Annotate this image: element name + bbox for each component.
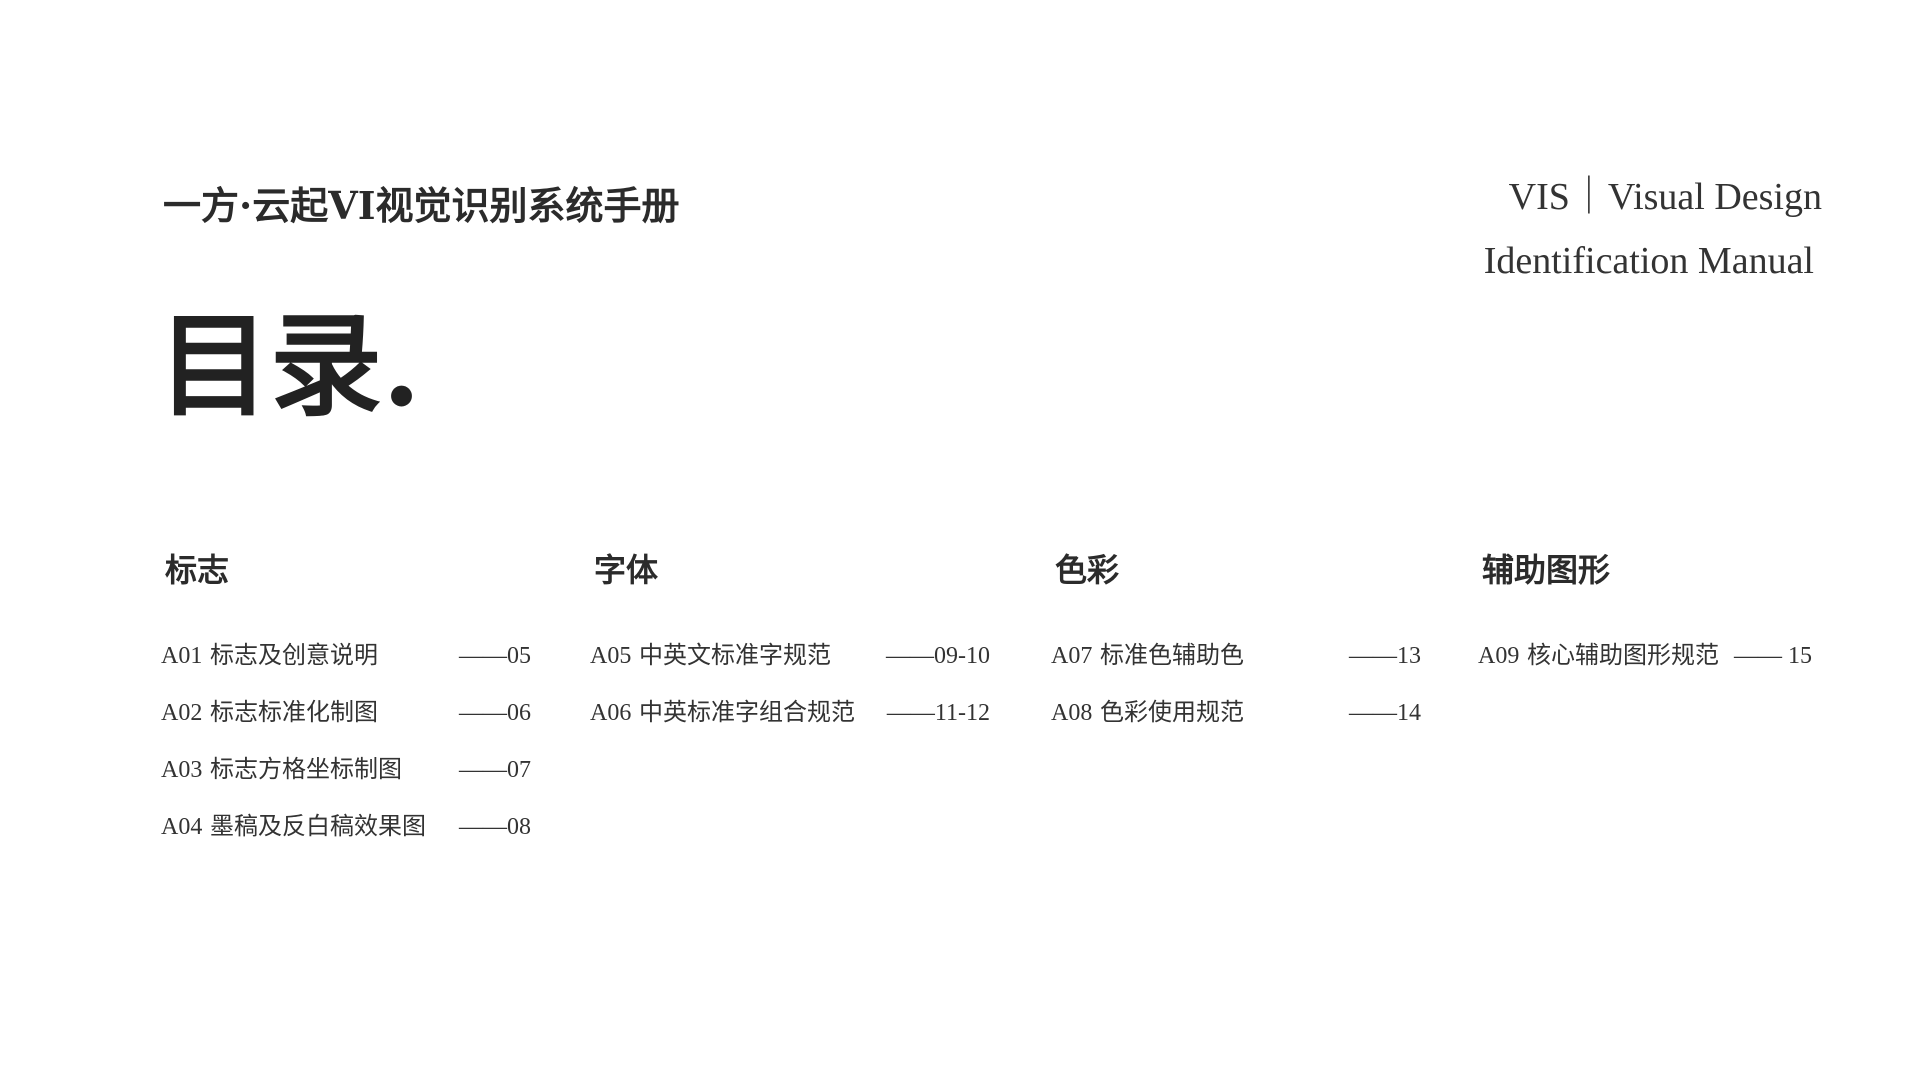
toc-entry[interactable]: A09 核心辅助图形规范 —— 15 (1478, 635, 1812, 692)
entry-label: A05 中英文标准字规范 (590, 635, 831, 670)
entry-label: A07 标准色辅助色 (1051, 635, 1244, 670)
entry-label: A02 标志标准化制图 (161, 692, 378, 727)
entry-title: 标准色辅助色 (1099, 641, 1244, 669)
entry-title: 色彩使用规范 (1099, 698, 1244, 726)
section-heading: 标志 (165, 551, 230, 589)
english-title-line-1: VIS｜Visual Design (1508, 176, 1822, 218)
entry-code: A09 (1478, 643, 1520, 669)
toc-entry[interactable]: A06 中英标准字组合规范 ——11-12 (590, 692, 990, 749)
entry-label: A09 核心辅助图形规范 (1478, 635, 1719, 670)
section-heading: 辅助图形 (1482, 551, 1611, 589)
english-title: VIS｜Visual Design Identification Manual (1484, 165, 1822, 293)
entry-page: ——05 (459, 643, 531, 669)
entry-label: A04 墨稿及反白稿效果图 (161, 806, 426, 841)
entry-page: ——07 (459, 757, 531, 783)
toc-entry[interactable]: A02 标志标准化制图 ——06 (161, 692, 531, 749)
entry-page: ——13 (1349, 643, 1421, 669)
entry-code: A04 (161, 814, 203, 840)
entry-title: 标志标准化制图 (209, 698, 378, 726)
section-heading: 色彩 (1055, 551, 1120, 589)
entry-code: A03 (161, 757, 203, 783)
entry-page: ——14 (1349, 700, 1421, 726)
entry-label: A06 中英标准字组合规范 (590, 692, 855, 727)
entry-title: 中英标准字组合规范 (638, 698, 855, 726)
entry-title: 标志方格坐标制图 (209, 755, 402, 783)
toc-entry[interactable]: A05 中英文标准字规范 ——09-10 (590, 635, 990, 692)
entry-title: 墨稿及反白稿效果图 (209, 812, 426, 840)
toc-entry[interactable]: A07 标准色辅助色 ——13 (1051, 635, 1421, 692)
entry-title: 核心辅助图形规范 (1526, 641, 1719, 669)
entry-page: ——06 (459, 700, 531, 726)
toc-entry[interactable]: A01 标志及创意说明 ——05 (161, 635, 531, 692)
entry-page: ——08 (459, 814, 531, 840)
toc-section-typeface: 字体 A05 中英文标准字规范 ——09-10 A06 中英标准字组合规范 ——… (590, 545, 990, 749)
toc-entry[interactable]: A08 色彩使用规范 ——14 (1051, 692, 1421, 749)
entry-label: A03 标志方格坐标制图 (161, 749, 402, 784)
section-heading: 字体 (594, 551, 659, 589)
entry-page: ——11-12 (886, 700, 990, 726)
entry-code: A01 (161, 643, 203, 669)
entry-title: 标志及创意说明 (209, 641, 378, 669)
english-title-line-2: Identification Manual (1483, 240, 1814, 282)
entry-code: A06 (590, 700, 632, 726)
toc-entry[interactable]: A03 标志方格坐标制图 ——07 (161, 749, 531, 806)
entry-page: —— 15 (1734, 643, 1812, 669)
entry-label: A08 色彩使用规范 (1051, 692, 1244, 727)
toc-section-auxiliary-graphics: 辅助图形 A09 核心辅助图形规范 —— 15 (1478, 545, 1812, 692)
entry-code: A02 (161, 700, 203, 726)
brand-title: 一方·云起VI视觉识别系统手册 (163, 183, 680, 228)
toc-entry[interactable]: A04 墨稿及反白稿效果图 ——08 (161, 806, 531, 863)
toc-heading: 目录. (158, 301, 421, 432)
entry-code: A05 (590, 643, 632, 669)
entry-code: A08 (1051, 700, 1093, 726)
entry-title: 中英文标准字规范 (638, 641, 831, 669)
entry-label: A01 标志及创意说明 (161, 635, 378, 670)
toc-section-logo: 标志 A01 标志及创意说明 ——05 A02 标志标准化制图 ——06 A03… (161, 545, 531, 863)
toc-section-color: 色彩 A07 标准色辅助色 ——13 A08 色彩使用规范 ——14 (1051, 545, 1421, 749)
entry-page: ——09-10 (886, 643, 990, 669)
entry-code: A07 (1051, 643, 1093, 669)
